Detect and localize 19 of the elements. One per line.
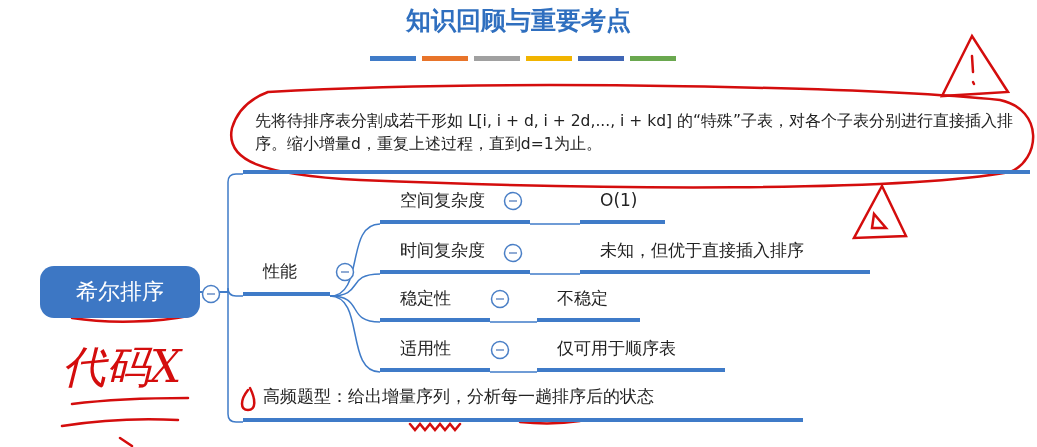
title: 知识回顾与重要考点 xyxy=(405,5,632,37)
root-topic-box: 希尔排序 xyxy=(40,266,200,318)
topic-label: 适用性 xyxy=(380,337,490,372)
topic-label: 未知，但优于直接插入排序 xyxy=(580,239,870,274)
topic-label: 空间复杂度 xyxy=(380,189,530,224)
connector-line xyxy=(329,295,381,323)
connector-line xyxy=(489,371,538,373)
topic-label: 时间复杂度 xyxy=(380,239,530,274)
connector-line xyxy=(489,321,538,323)
connector-line xyxy=(529,223,581,225)
topic-label: 稳定性 xyxy=(380,287,490,322)
topic-label: 高频题型：给出增量序列，分析每一趟排序后的状态 xyxy=(243,385,803,422)
topic-label: 仅可用于顺序表 xyxy=(537,337,725,372)
topic-label: 性能 xyxy=(243,260,330,296)
topic-label: O(1) xyxy=(580,189,665,224)
topic-label: 不稳定 xyxy=(537,287,640,322)
handwritten-note: 代码X xyxy=(62,340,182,394)
connector-line xyxy=(329,295,381,373)
connector-line xyxy=(529,273,581,275)
